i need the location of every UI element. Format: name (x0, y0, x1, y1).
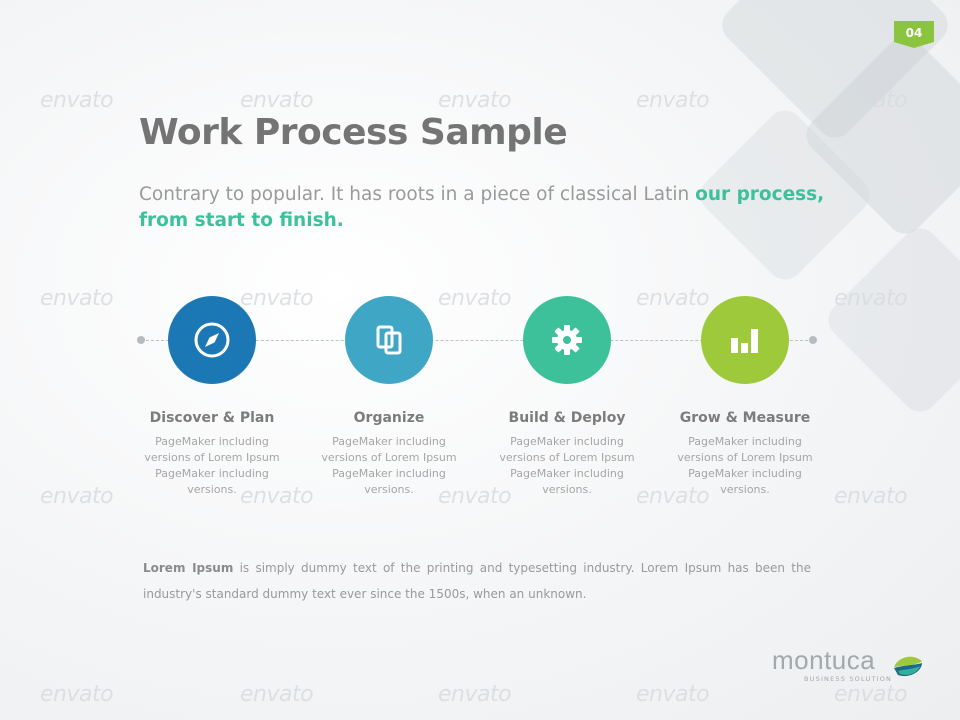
page-number-badge: 04 (894, 21, 934, 48)
step-title: Discover & Plan (149, 410, 275, 426)
timeline-line (141, 340, 813, 341)
copy-icon (376, 325, 402, 355)
bar-chart-icon (731, 329, 758, 353)
step-build-deploy: Build & Deploy PageMaker including versi… (492, 296, 642, 498)
gear-icon (552, 325, 582, 355)
body-rest: is simply dummy text of the printing and… (143, 561, 811, 601)
timeline-start-dot (137, 336, 145, 344)
step-organize: Organize PageMaker including versions of… (314, 296, 464, 498)
envato-watermark: envato (40, 88, 114, 113)
step-circle (701, 296, 789, 384)
page-title: Work Process Sample (139, 112, 568, 153)
step-description: PageMaker including versions of Lorem Ip… (677, 435, 813, 496)
envato-watermark: envato (240, 682, 314, 707)
step-title: Grow & Measure (679, 410, 811, 426)
envato-watermark: envato (240, 88, 314, 113)
subtitle-text: Contrary to popular. It has roots in a p… (139, 184, 696, 205)
step-description: PageMaker including versions of Lorem Ip… (499, 435, 635, 496)
brand-logo: montuca BUSINESS SOLUTION (772, 645, 922, 683)
step-grow-measure: Grow & Measure PageMaker including versi… (670, 296, 820, 498)
envato-watermark: envato (40, 682, 114, 707)
subtitle-accent: our process, from start to finish. (139, 184, 825, 231)
envato-watermark: envato (834, 682, 908, 707)
step-description: PageMaker including versions of Lorem Ip… (321, 435, 457, 496)
body-paragraph: Lorem Ipsum is simply dummy text of the … (143, 555, 811, 607)
gear-hole (563, 336, 571, 344)
envato-watermark: envato (438, 682, 512, 707)
compass-icon (194, 322, 230, 358)
step-title: Organize (353, 410, 425, 426)
logo-name: montuca (772, 645, 876, 675)
envato-watermark: envato (438, 88, 512, 113)
step-circle (345, 296, 433, 384)
logo-mark-icon (894, 656, 922, 677)
body-bold: Lorem Ipsum (143, 561, 234, 575)
subtitle: Contrary to popular. It has roots in a p… (139, 182, 859, 234)
step-circle (168, 296, 256, 384)
envato-watermark: envato (636, 682, 710, 707)
step-discover-plan: Discover & Plan PageMaker including vers… (137, 296, 287, 498)
envato-watermark: envato (40, 484, 114, 509)
step-title: Build & Deploy (508, 410, 626, 426)
timeline-end-dot (809, 336, 817, 344)
logo-tagline: BUSINESS SOLUTION (804, 675, 893, 683)
envato-watermark: envato (40, 286, 114, 311)
step-circle (523, 296, 611, 384)
step-description: PageMaker including versions of Lorem Ip… (144, 435, 280, 496)
